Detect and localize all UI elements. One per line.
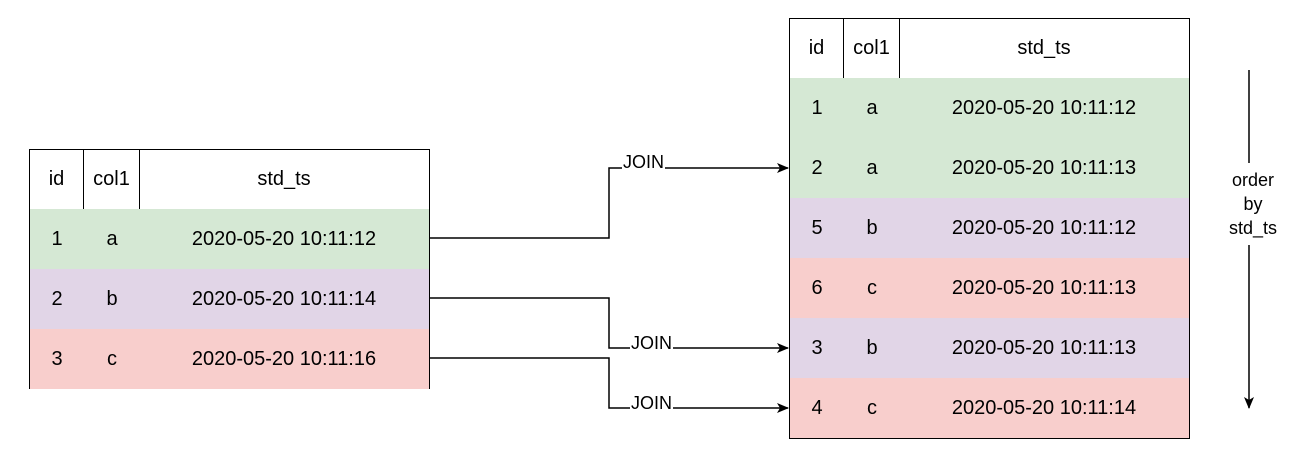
cell-std-ts: 2020-05-20 10:11:12 — [951, 96, 1137, 119]
header-id: id — [30, 150, 84, 209]
header-col1: col1 — [84, 150, 140, 209]
cell-col1: c — [867, 396, 877, 419]
cell-id: 2 — [811, 156, 823, 179]
cell-std-ts: 2020-05-20 10:11:14 — [191, 287, 377, 310]
order-by-line-1: order — [1231, 170, 1275, 190]
cell-id: 3 — [811, 336, 823, 359]
header-col1: col1 — [844, 19, 900, 78]
table-header: id col1 std_ts — [790, 19, 1189, 79]
cell-col1: a — [106, 227, 118, 250]
header-std-ts: std_ts — [257, 168, 311, 190]
cell-id: 3 — [51, 347, 63, 370]
cell-std-ts: 2020-05-20 10:11:16 — [191, 347, 377, 370]
order-by-line-3: std_ts — [1228, 218, 1278, 238]
cell-std-ts: 2020-05-20 10:11:13 — [951, 276, 1137, 299]
cell-col1: c — [867, 276, 877, 299]
cell-id: 1 — [51, 227, 63, 250]
header-std-ts: std_ts — [1017, 37, 1071, 59]
cell-col1: a — [866, 96, 878, 119]
table-row: 5 b 2020-05-20 10:11:12 — [790, 198, 1189, 258]
cell-id: 2 — [51, 287, 63, 310]
table-row: 3 b 2020-05-20 10:11:13 — [790, 318, 1189, 378]
table-row: 1 a 2020-05-20 10:11:12 — [790, 78, 1189, 138]
cell-id: 4 — [811, 396, 823, 419]
left-table: id col1 std_ts 1 a 2020-05-20 10:11:12 2… — [29, 149, 430, 389]
right-table: id col1 std_ts 1 a 2020-05-20 10:11:12 2… — [789, 18, 1190, 439]
cell-col1: b — [106, 287, 118, 310]
table-row: 2 b 2020-05-20 10:11:14 — [30, 269, 429, 329]
table-row: 2 a 2020-05-20 10:11:13 — [790, 138, 1189, 198]
cell-std-ts: 2020-05-20 10:11:13 — [951, 336, 1137, 359]
cell-std-ts: 2020-05-20 10:11:12 — [191, 227, 377, 250]
cell-id: 6 — [811, 276, 823, 299]
cell-id: 1 — [811, 96, 823, 119]
join-connector-row3 — [429, 357, 789, 413]
table-row: 3 c 2020-05-20 10:11:16 — [30, 329, 429, 389]
order-by-label: order by std_ts — [1218, 168, 1288, 240]
header-id: id — [790, 19, 844, 78]
join-label-1: JOIN — [622, 152, 666, 172]
table-row: 4 c 2020-05-20 10:11:14 — [790, 378, 1189, 438]
table-row: 6 c 2020-05-20 10:11:13 — [790, 258, 1189, 318]
table-header: id col1 std_ts — [30, 150, 429, 210]
cell-col1: a — [866, 156, 878, 179]
cell-id: 5 — [811, 216, 823, 239]
cell-col1: b — [866, 216, 878, 239]
cell-std-ts: 2020-05-20 10:11:13 — [951, 156, 1137, 179]
table-row: 1 a 2020-05-20 10:11:12 — [30, 209, 429, 269]
cell-col1: b — [866, 336, 878, 359]
order-by-line-2: by — [1243, 194, 1263, 214]
join-connector-row1 — [429, 163, 789, 239]
join-label-2: JOIN — [630, 333, 674, 353]
join-connector-row2 — [429, 297, 789, 353]
cell-std-ts: 2020-05-20 10:11:14 — [951, 396, 1137, 419]
join-label-3: JOIN — [630, 393, 674, 413]
cell-col1: c — [107, 347, 117, 370]
cell-std-ts: 2020-05-20 10:11:12 — [951, 216, 1137, 239]
